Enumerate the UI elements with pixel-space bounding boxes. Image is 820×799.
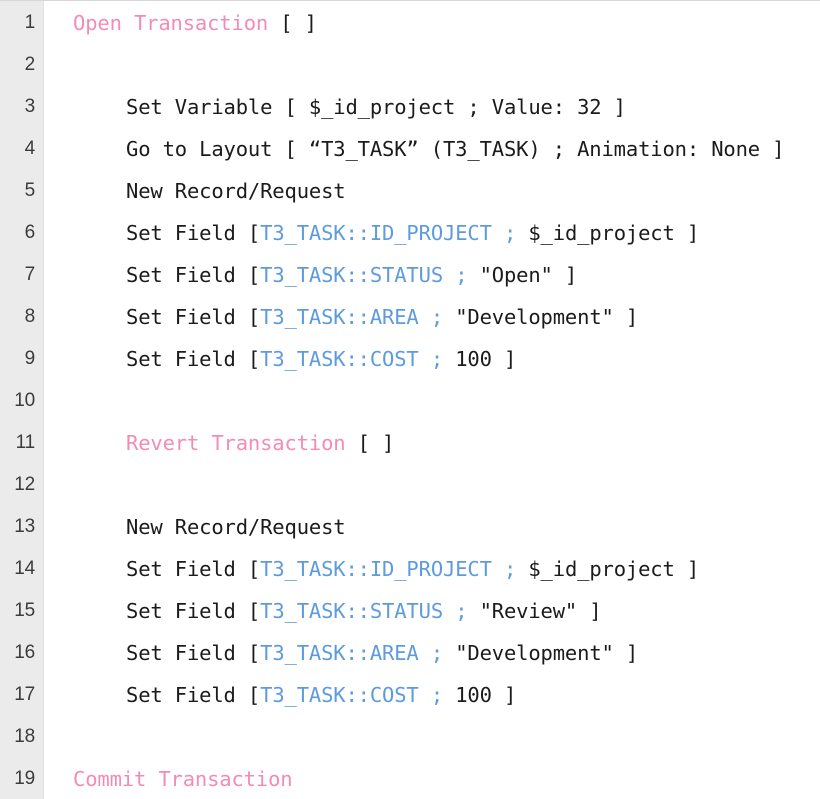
code-token-plain: Set Field [ [126,557,261,581]
code-token-field: T3_TASK::STATUS ; [260,599,468,623]
code-line[interactable]: Set Field [T3_TASK::COST ; 100 ] [44,338,820,380]
code-line[interactable]: Revert Transaction [ ] [44,422,820,464]
line-number: 9 [24,348,36,369]
code-line[interactable] [44,44,820,86]
code-token-plain: Set Field [ [126,221,261,245]
code-token-keyword: Commit Transaction [73,767,293,791]
line-number: 3 [24,96,36,117]
line-number: 15 [14,600,35,621]
line-number: 8 [24,306,36,327]
code-line[interactable]: Set Field [T3_TASK::COST ; 100 ] [44,674,820,716]
code-line[interactable] [44,464,820,506]
code-line[interactable]: Go to Layout [ “T3_TASK” (T3_TASK) ; Ani… [44,128,820,170]
line-number: 17 [14,684,35,705]
code-token-plain: Set Field [ [126,305,261,329]
code-line[interactable]: Set Field [T3_TASK::AREA ; "Development"… [44,296,820,338]
code-token-plain: [ ] [268,11,317,35]
code-token-field: T3_TASK::COST ; [260,683,444,707]
code-line[interactable]: Set Field [T3_TASK::STATUS ; "Open" ] [44,254,820,296]
line-number: 10 [14,390,35,411]
code-line[interactable]: Set Field [T3_TASK::AREA ; "Development"… [44,632,820,674]
code-token-plain: 100 ] [443,683,517,707]
code-token-plain: "Development" ] [443,305,639,329]
code-line[interactable]: Set Field [T3_TASK::STATUS ; "Review" ] [44,590,820,632]
code-line[interactable]: Set Field [T3_TASK::ID_PROJECT ; $_id_pr… [44,548,820,590]
code-token-field: T3_TASK::STATUS ; [260,263,468,287]
code-token-plain: Set Field [ [126,683,261,707]
line-number: 18 [14,726,35,747]
code-token-plain: New Record/Request [126,515,346,539]
code-token-plain: Set Field [ [126,599,261,623]
line-number: 5 [24,180,36,201]
code-token-plain: [ ] [345,431,395,455]
code-token-keyword: Open Transaction [73,11,269,35]
code-token-field: T3_TASK::COST ; [260,347,444,371]
line-number-gutter [0,1,44,799]
code-token-field: T3_TASK::ID_PROJECT ; [260,221,517,245]
code-line[interactable]: New Record/Request [44,506,820,548]
code-line[interactable]: New Record/Request [44,170,820,212]
code-line[interactable] [44,716,820,758]
code-token-field: T3_TASK::AREA ; [260,641,444,665]
code-token-plain: Set Field [ [126,641,261,665]
code-token-plain: Go to Layout [ “T3_TASK” (T3_TASK) ; Ani… [126,137,785,161]
code-line[interactable]: Set Field [T3_TASK::ID_PROJECT ; $_id_pr… [44,212,820,254]
code-token-plain: $_id_project ] [516,557,700,581]
line-number: 14 [14,558,35,579]
line-number: 7 [24,264,36,285]
line-number: 2 [24,54,36,75]
code-token-plain: "Development" ] [443,641,639,665]
code-line[interactable] [44,380,820,422]
code-token-plain: "Review" ] [467,599,602,623]
code-line[interactable]: Open Transaction [ ] [44,2,820,44]
line-number: 1 [24,12,36,33]
code-line[interactable]: Set Variable [ $_id_project ; Value: 32 … [44,86,820,128]
code-token-plain: $_id_project ] [516,221,700,245]
code-token-plain: Set Field [ [126,263,261,287]
line-number: 6 [24,222,36,243]
code-line[interactable]: Commit Transaction [44,758,820,799]
code-token-keyword: Revert Transaction [126,431,346,455]
code-token-plain: Set Field [ [126,347,261,371]
code-token-plain: New Record/Request [126,179,346,203]
line-number: 13 [14,516,35,537]
code-token-plain: "Open" ] [467,263,578,287]
line-number: 12 [14,474,35,495]
code-token-plain: 100 ] [443,347,517,371]
code-token-field: T3_TASK::ID_PROJECT ; [260,557,517,581]
line-number: 4 [24,138,36,159]
code-content-area[interactable]: Open Transaction [ ] Set Variable [ $_id… [44,1,820,799]
line-number: 11 [15,432,36,453]
line-number: 16 [14,642,35,663]
code-token-plain: Set Variable [ $_id_project ; Value: 32 … [126,95,626,119]
code-token-field: T3_TASK::AREA ; [260,305,444,329]
line-number: 19 [14,768,35,789]
